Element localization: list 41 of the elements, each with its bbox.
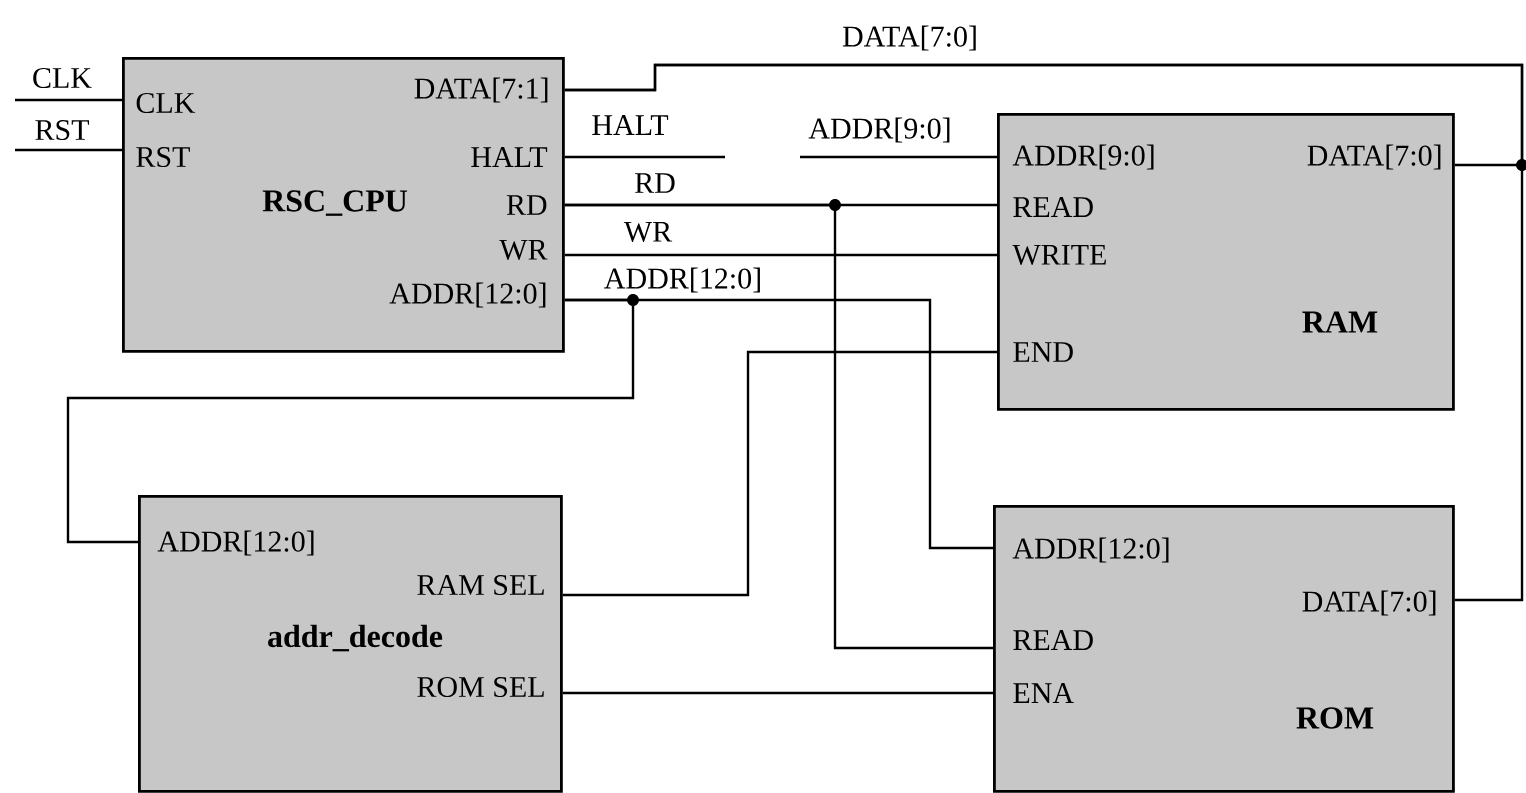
port-label: READ	[1013, 630, 1093, 650]
port-label: READ	[1013, 197, 1093, 217]
signal-label: WR	[623, 221, 673, 243]
wire	[15, 148, 122, 152]
port-label: CLK	[136, 92, 196, 114]
wire	[562, 691, 993, 695]
signal-label: RD	[635, 173, 675, 193]
wire	[564, 253, 997, 257]
port-label: DATA[7:0]	[1302, 590, 1436, 616]
wire	[15, 98, 122, 102]
port-label: DATA[7:1]	[414, 77, 548, 103]
port-label: ADDR[12:0]	[157, 530, 314, 556]
port-label: ADDR[12:0]	[389, 282, 546, 308]
port-label: ADDR[12:0]	[1012, 537, 1169, 563]
signal-label: HALT	[592, 115, 669, 135]
port-label: WR	[499, 239, 548, 261]
block-name: addr_decode	[268, 624, 443, 652]
block-name: ROM	[1296, 707, 1374, 729]
wire	[66, 298, 635, 544]
wire	[564, 155, 725, 159]
port-label: ROM SEL	[417, 676, 544, 698]
port-label: ADDR[9:0]	[1012, 144, 1154, 170]
wire	[800, 155, 997, 159]
port-label: WRITE	[1012, 244, 1106, 266]
port-label: RAM SEL	[417, 574, 544, 596]
port-label: END	[1013, 342, 1073, 362]
port-label: HALT	[471, 147, 548, 167]
wire	[564, 63, 1524, 602]
port-label: RD	[506, 195, 547, 215]
signal-label: ADDR[9:0]	[808, 117, 950, 143]
signal-label: RST	[35, 119, 89, 141]
port-label: ENA	[1013, 683, 1074, 703]
signal-label: DATA[7:0]	[842, 25, 976, 51]
wire	[564, 203, 993, 650]
signal-label: ADDR[12:0]	[604, 267, 760, 293]
port-label: DATA[7:0]	[1307, 144, 1441, 170]
block-name: RSC_CPU	[262, 190, 408, 216]
port-label: RST	[136, 146, 190, 168]
block-name: RAM	[1302, 311, 1378, 333]
wire	[562, 350, 997, 597]
signal-label: CLK	[33, 67, 92, 89]
